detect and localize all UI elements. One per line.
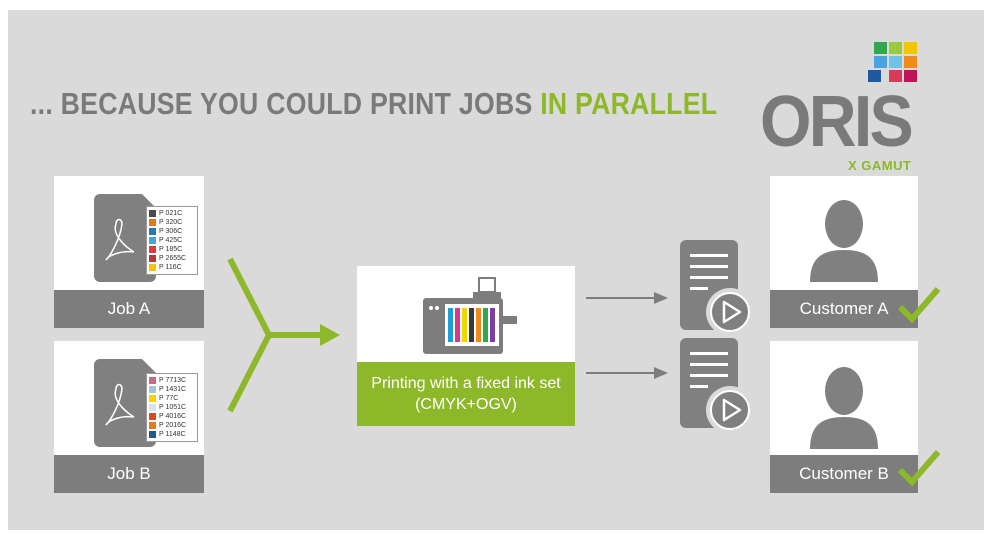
ink-cartridge (462, 308, 467, 342)
swatch-chip (149, 237, 156, 244)
pdf-document-icon (94, 194, 156, 282)
customer-b-card: Customer B (770, 341, 918, 493)
printing-press-label: Printing with a fixed ink set (CMYK+OGV) (357, 362, 575, 426)
swatch-name: P 7713C (159, 377, 187, 384)
customer-a-label: Customer A (770, 290, 918, 328)
swatch: P 4016C (149, 412, 195, 421)
swatch-name: P 116C (159, 264, 182, 271)
checkmark-icon (897, 287, 941, 324)
job-b-swatch-list: P 7713C P 1431C P 77C P 1051C P 4016C P … (146, 373, 198, 442)
logo-color-grid-icon (868, 42, 917, 82)
printing-press-label-line1: Printing with a fixed ink set (371, 375, 561, 392)
customer-avatar-icon (810, 367, 878, 449)
swatch-name: P 1431C (159, 386, 187, 393)
pdf-document-icon (94, 359, 156, 447)
printing-press-card: Printing with a fixed ink set (CMYK+OGV) (357, 266, 575, 426)
swatch: P 306C (149, 227, 195, 236)
logo-subtitle: X GAMUT (848, 158, 912, 173)
swatch-name: P 4016C (159, 413, 187, 420)
swatch: P 77C (149, 394, 195, 403)
proof-document-icon (680, 338, 754, 434)
swatch: P 1148C (149, 430, 195, 439)
job-a-swatch-list: P 021C P 320C P 306C P 425C P 185C P 265… (146, 206, 198, 275)
job-b-label: Job B (54, 455, 204, 493)
swatch-chip (149, 210, 156, 217)
swatch-chip (149, 395, 156, 402)
swatch-chip (149, 422, 156, 429)
swatch: P 2655C (149, 254, 195, 263)
swatch-chip (149, 431, 156, 438)
job-a-label: Job A (54, 290, 204, 328)
swatch: P 185C (149, 245, 195, 254)
swatch-chip (149, 413, 156, 420)
swatch: P 425C (149, 236, 195, 245)
y-split-arrow-icon (227, 257, 340, 413)
headline-highlight: IN PARALLEL (540, 86, 718, 121)
swatch-name: P 2655C (159, 255, 187, 262)
swatch-chip (149, 219, 156, 226)
headline: ... BECAUSE YOU COULD PRINT JOBS IN PARA… (30, 86, 717, 122)
ink-cartridge (490, 308, 495, 342)
ink-cartridge (483, 308, 488, 342)
swatch-chip (149, 246, 156, 253)
customer-b-label: Customer B (770, 455, 918, 493)
proof-document-icon (680, 240, 754, 336)
swatch-name: P 1051C (159, 404, 187, 411)
swatch-name: P 320C (159, 219, 183, 226)
swatch-name: P 185C (159, 246, 183, 253)
swatch: P 2016C (149, 421, 195, 430)
checkmark-icon (897, 450, 941, 487)
ink-cartridge (448, 308, 453, 342)
job-b-card: P 7713C P 1431C P 77C P 1051C P 4016C P … (54, 341, 204, 493)
swatch: P 1051C (149, 403, 195, 412)
swatch-name: P 306C (159, 228, 183, 235)
swatch: P 021C (149, 209, 195, 218)
ink-cartridges (448, 308, 495, 342)
swatch: P 320C (149, 218, 195, 227)
swatch: P 1431C (149, 385, 195, 394)
logo-wordmark: ORIS (760, 82, 914, 162)
swatch-name: P 77C (159, 395, 179, 402)
swatch-chip (149, 228, 156, 235)
customer-a-card: Customer A (770, 176, 918, 328)
job-a-card: P 021C P 320C P 306C P 425C P 185C P 265… (54, 176, 204, 328)
arrow-right-icon (586, 367, 668, 379)
swatch: P 116C (149, 263, 195, 272)
printing-press-icon (423, 277, 517, 354)
swatch-chip (149, 377, 156, 384)
swatch: P 7713C (149, 376, 195, 385)
ink-cartridge (476, 308, 481, 342)
swatch-name: P 1148C (159, 431, 186, 438)
play-icon (706, 288, 754, 336)
headline-prefix: ... BECAUSE YOU COULD PRINT JOBS (30, 86, 541, 121)
swatch-name: P 425C (159, 237, 183, 244)
printing-press-label-line2: (CMYK+OGV) (415, 396, 517, 413)
ink-cartridge (455, 308, 460, 342)
play-icon (706, 386, 754, 434)
swatch-chip (149, 264, 156, 271)
swatch-chip (149, 255, 156, 262)
swatch-chip (149, 386, 156, 393)
customer-avatar-icon (810, 200, 878, 282)
ink-cartridge (469, 308, 474, 342)
swatch-chip (149, 404, 156, 411)
swatch-name: P 021C (159, 210, 183, 217)
swatch-name: P 2016C (159, 422, 187, 429)
arrow-right-icon (586, 292, 668, 304)
